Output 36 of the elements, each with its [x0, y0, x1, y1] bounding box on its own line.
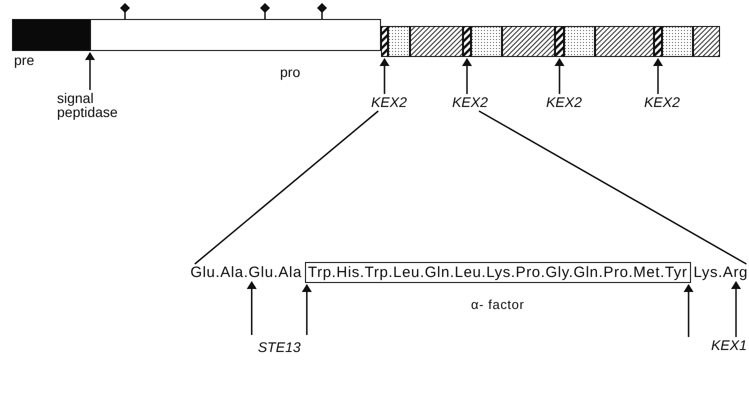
spacer-segment	[381, 26, 388, 57]
alpha-factor-segment	[564, 26, 595, 57]
arrow	[246, 281, 257, 335]
peptide-label: α- factor	[471, 298, 524, 311]
peptide-sequence: Trp.His.Trp.Leu.Gln.Leu.Lys.Pro.Gly.Gln.Pro.Met.Tyr	[308, 264, 688, 281]
alpha-factor-segment	[388, 26, 410, 57]
expansion-line	[478, 110, 747, 265]
spacer-segment	[654, 26, 662, 57]
enzyme-label: KEX2	[371, 95, 407, 109]
arrow	[554, 58, 564, 94]
hatched-segment	[410, 26, 463, 57]
arrow	[380, 58, 390, 94]
peptide-sequence: Glu.Ala.Glu.Ala	[190, 265, 302, 280]
enzyme-label: KEX2	[452, 95, 488, 109]
segment-label: pre	[14, 53, 34, 67]
spacer-segment	[463, 26, 471, 57]
arrow	[302, 284, 312, 335]
arrow	[462, 58, 472, 94]
expansion-line	[194, 110, 379, 265]
enzyme-label: KEX2	[546, 95, 582, 109]
arrow	[684, 284, 694, 337]
hatched-segment	[595, 26, 654, 57]
arrow	[85, 52, 95, 90]
enzyme-label: KEX2	[644, 95, 680, 109]
enzyme-label: STE13	[246, 336, 313, 354]
segment-label: pro	[280, 65, 300, 79]
arrow	[731, 281, 741, 337]
alpha-factor-segment	[662, 26, 693, 57]
arrow	[653, 58, 663, 94]
peptide-sequence: Lys.Arg	[694, 265, 748, 280]
hatched-segment	[693, 26, 720, 57]
enzyme-label: KEX1	[711, 338, 747, 352]
spacer-segment	[555, 26, 564, 57]
hatched-segment	[502, 26, 555, 57]
cleavage-label: signal peptidase	[57, 91, 129, 119]
alpha-factor-segment	[471, 26, 502, 57]
